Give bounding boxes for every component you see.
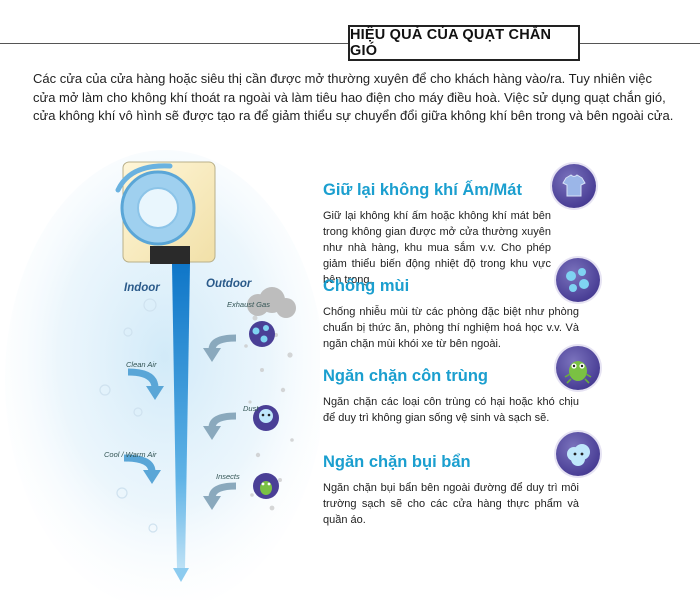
page-title: HIỆU QUẢ CỦA QUẠT CHẮN GIÓ [348,25,580,61]
shirt-icon [552,164,596,208]
smoke-cloud-icon [247,287,296,318]
feature-text: Giữ lại không khí ấm hoặc không khí mát … [323,210,551,286]
dust-label: Dust [243,404,259,413]
feature-title: Ngăn chặn bụi bẩn [323,453,471,471]
feature-insect-block: Ngăn chặn côn trùng Ngăn chặn các loại c… [323,366,663,426]
air-curtain-diagram [5,150,320,600]
cool-warm-air-arrow-icon [123,454,161,484]
beam-arrow-icon [173,568,189,582]
clean-air-arrow-icon [127,368,164,400]
insects-arrow-icon [203,482,237,510]
cool-warm-air-label: Cool / Warm Air [104,450,157,459]
feature-dust-block: Ngăn chặn bụi bẩn Ngăn chặn bụi bẩn bên … [323,452,663,528]
insects-label: Insects [216,472,240,481]
feature-title: Chống mùi [323,277,410,295]
gas-molecule-badge-icon [249,321,275,347]
exhaust-gas-arrow-icon [203,334,237,362]
indoor-label: Indoor [124,282,160,294]
dust-icon [556,432,600,476]
insect-badge-icon [253,473,279,499]
feature-text: Chống nhiễu mùi từ các phòng đặc biệt nh… [323,306,579,350]
rotation-arrow-icon [115,163,173,193]
air-glow [5,150,320,600]
exhaust-gas-label: Exhaust Gas [227,300,270,309]
air-curtain-illustration: Indoor Outdoor Exhaust Gas Clean Air Dus… [0,150,320,600]
insect-icon [556,346,600,390]
clean-air-label: Clean Air [126,360,157,369]
feature-retain-air: Giữ lại không khí Ấm/Mát Giữ lại không k… [323,180,663,288]
dust-badge-icon [253,405,279,431]
feature-anti-odor: Chống mùi Chống nhiễu mùi từ các phòng đ… [323,276,663,352]
feature-title: Ngăn chặn côn trùng [323,367,488,385]
feature-text: Ngăn chặn bụi bẩn bên ngoài đường để duy… [323,482,579,526]
molecule-icon [556,258,600,302]
outdoor-label: Outdoor [206,278,252,290]
feature-title: Giữ lại không khí Ấm/Mát [323,181,522,199]
indoor-decoration [99,298,158,533]
air-curtain-beam [172,264,190,570]
feature-text: Ngăn chặn các loại côn trùng có hại hoặc… [323,396,579,424]
intro-paragraph: Các cửa của cửa hàng hoặc siêu thị cần đ… [33,71,674,123]
air-outlet [150,246,190,264]
dust-arrow-icon [203,412,237,440]
fan-blade-icon [137,187,179,229]
